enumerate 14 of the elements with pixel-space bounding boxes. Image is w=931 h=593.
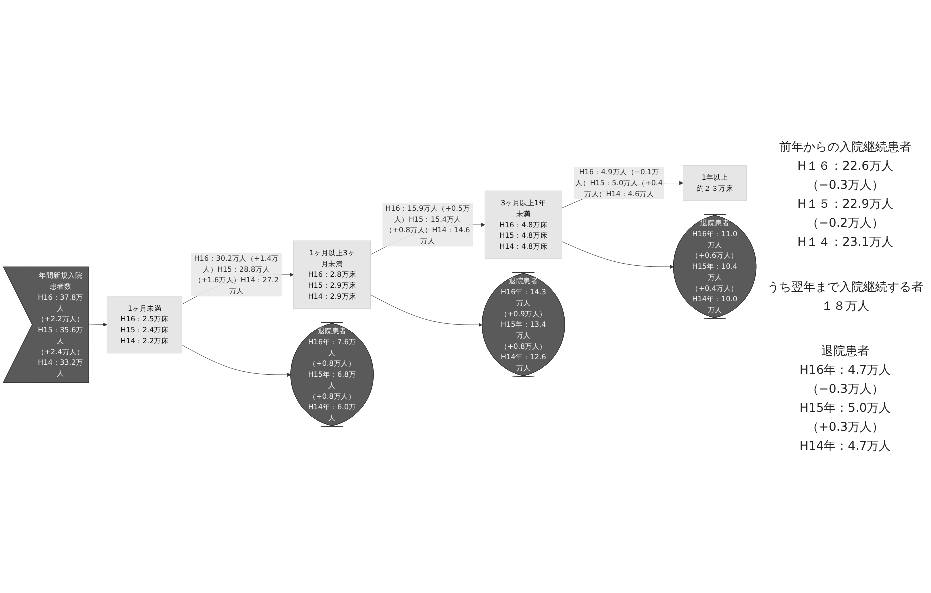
note-text: H16年：4.7万人 <box>800 362 892 378</box>
note-text: （+0.3万人） <box>806 418 884 436</box>
note-text: H１６：22.6万人 <box>798 158 894 174</box>
note-text: H15年：5.0万人 <box>800 400 892 416</box>
note-text: うち翌年まで入院継続する者 <box>768 278 924 296</box>
note-text: H１５：22.9万人 <box>798 196 894 212</box>
note-text: 前年からの入院継続患者 <box>780 138 912 156</box>
note-text: 退院患者 <box>822 342 870 360</box>
note-text: （−0.3万人） <box>806 380 884 398</box>
note-text: （−0.2万人） <box>806 214 884 232</box>
note-text: H１４：23.1万人 <box>798 234 894 250</box>
note-text: H14年：4.7万人 <box>800 438 892 454</box>
note-text: １８万人 <box>822 298 870 314</box>
note-text: （−0.3万人） <box>806 176 884 194</box>
